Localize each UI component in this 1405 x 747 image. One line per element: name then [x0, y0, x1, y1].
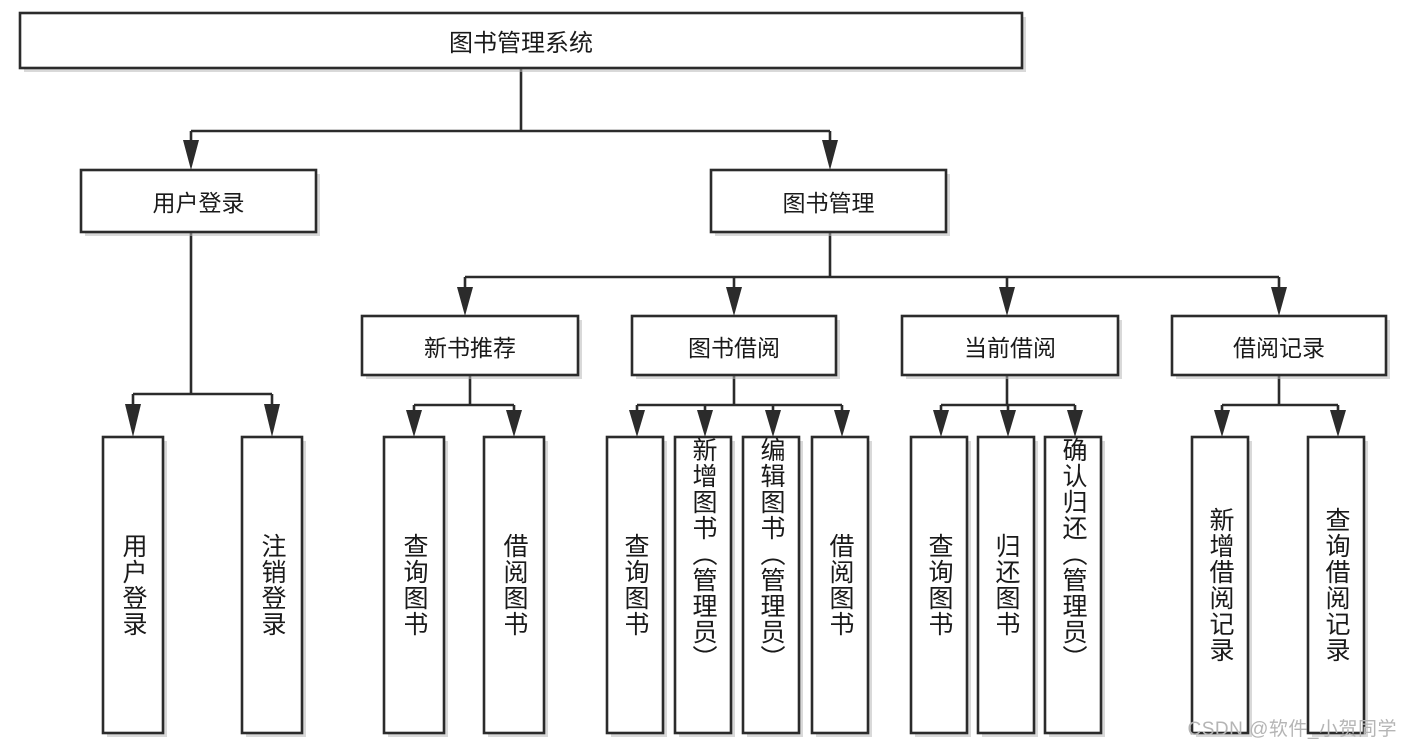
node-user-login[interactable] — [79, 168, 320, 236]
leaf-node-borrow-record-1[interactable] — [1306, 435, 1368, 737]
connector-group-book-mgmt-to-level3 — [457, 232, 1287, 316]
leaf-node-new-book-1[interactable] — [482, 435, 548, 737]
node-new-book-recommend[interactable] — [360, 314, 582, 379]
arrow-head-cb-leaf-1 — [933, 410, 949, 437]
arrow-head-borrow-record — [1271, 287, 1287, 316]
arrow-head-bb-leaf-4 — [834, 410, 850, 437]
arrow-head-bb-leaf-3 — [765, 410, 781, 437]
leaf-node-current-borrow-0[interactable] — [909, 435, 971, 737]
leaf-node-borrow-record-0[interactable] — [1190, 435, 1252, 737]
arrow-head-bb-leaf-2 — [697, 410, 713, 437]
arrow-head-book-borrow — [726, 287, 742, 316]
arrow-head-cb-leaf-3 — [1067, 410, 1083, 437]
watermark-text: CSDN @软件_小贺同学 — [1187, 719, 1397, 740]
connector-group-borrow-record-to-leaves — [1214, 375, 1346, 437]
arrow-head-bb-leaf-1 — [629, 410, 645, 437]
leaf-node-new-book-0[interactable] — [382, 435, 448, 737]
node-book-management[interactable] — [709, 168, 950, 236]
connector-group-new-book-to-leaves — [406, 375, 522, 437]
arrow-head-br-leaf-2 — [1330, 410, 1346, 437]
node-book-borrow[interactable] — [630, 314, 840, 379]
leaf-node-book-borrow-2[interactable] — [741, 435, 803, 737]
connector-group-root-to-level2 — [183, 68, 838, 170]
arrow-head-cb-leaf-2 — [1000, 410, 1016, 437]
arrow-head-new-book — [457, 287, 473, 316]
arrow-head-leaf-logout — [264, 404, 280, 437]
arrow-head-user-login — [183, 140, 199, 170]
arrow-head-book-mgmt — [822, 140, 838, 170]
leaf-node-user-login-0[interactable] — [101, 435, 167, 737]
connector-group-user-login-to-leaves — [125, 232, 280, 437]
leaf-node-user-login-1[interactable] — [240, 435, 306, 737]
leaf-node-book-borrow-1[interactable] — [673, 435, 735, 737]
node-root[interactable] — [18, 11, 1026, 72]
leaf-node-current-borrow-2[interactable] — [1043, 435, 1105, 737]
arrow-head-nb-leaf-1 — [406, 410, 422, 437]
arrow-head-nb-leaf-2 — [506, 410, 522, 437]
leaf-node-book-borrow-0[interactable] — [605, 435, 667, 737]
arrow-head-leaf-user-login — [125, 404, 141, 437]
leaf-node-book-borrow-3[interactable] — [810, 435, 872, 737]
leaf-node-current-borrow-1[interactable] — [976, 435, 1038, 737]
node-current-borrow[interactable] — [900, 314, 1122, 379]
connector-group-book-borrow-to-leaves — [629, 375, 850, 437]
arrow-head-br-leaf-1 — [1214, 410, 1230, 437]
node-borrow-record[interactable] — [1170, 314, 1390, 379]
connector-group-current-borrow-to-leaves — [933, 375, 1083, 437]
arrow-head-current-borrow — [999, 287, 1015, 316]
